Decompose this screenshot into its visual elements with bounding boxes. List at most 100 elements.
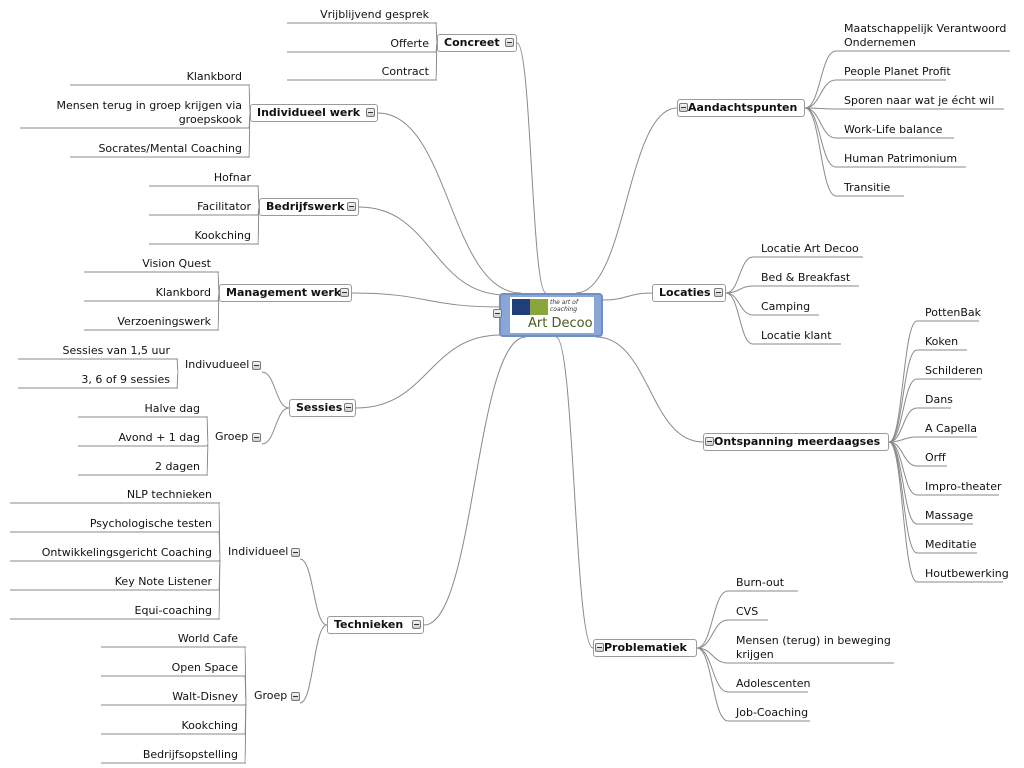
connector — [555, 336, 594, 649]
leaf-a-capella[interactable]: A Capella — [925, 422, 978, 435]
connector — [355, 334, 502, 409]
collapse-icon[interactable] — [412, 620, 421, 629]
leaf-sessies-van-1-5-uur[interactable]: Sessies van 1,5 uur — [62, 344, 170, 357]
topic-bedrijfswerk[interactable]: Bedrijfswerk — [259, 198, 359, 216]
leaf-ontwikkelingsgericht-coaching[interactable]: Ontwikkelingsgericht Coaching — [41, 546, 212, 559]
connector — [725, 285, 754, 294]
leaf-key-note-listener[interactable]: Key Note Listener — [114, 575, 212, 588]
topic-management-werk[interactable]: Management werk — [219, 284, 352, 302]
collapse-icon[interactable] — [493, 309, 502, 318]
topic-problematiek[interactable]: Problematiek — [593, 639, 697, 657]
leaf-koken[interactable]: Koken — [925, 335, 959, 348]
collapse-icon[interactable] — [347, 202, 356, 211]
leaf-mensen-terug-in-groep-krijgen-via[interactable]: Mensen terug in groep krijgen via groeps… — [56, 99, 242, 126]
leaf-people-planet-profit[interactable]: People Planet Profit — [844, 65, 951, 78]
topic-individueel-werk[interactable]: Individueel werk — [250, 104, 378, 122]
leaf-job-coaching[interactable]: Job-Coaching — [736, 706, 809, 719]
collapse-icon[interactable] — [252, 433, 261, 442]
leaf-massage[interactable]: Massage — [925, 509, 974, 522]
connector — [299, 624, 328, 704]
collapse-icon[interactable] — [705, 437, 714, 446]
collapse-icon[interactable] — [505, 38, 514, 47]
leaf-human-patrimonium[interactable]: Human Patrimonium — [844, 152, 958, 165]
collapse-icon[interactable] — [291, 692, 300, 701]
leaf-vision-quest[interactable]: Vision Quest — [142, 257, 211, 270]
leaf-dans[interactable]: Dans — [925, 393, 953, 406]
leaf-maatschappelijk-verantwoord[interactable]: Maatschappelijk Verantwoord Ondernemen — [844, 22, 1007, 49]
collapse-icon[interactable] — [595, 643, 604, 652]
leaf-adolescenten[interactable]: Adolescenten — [736, 677, 811, 690]
leaf-walt-disney[interactable]: Walt-Disney — [172, 690, 238, 703]
leaf-avond-1-dag[interactable]: Avond + 1 dag — [118, 431, 201, 444]
leaf-work-life-balance[interactable]: Work-Life balance — [844, 123, 943, 136]
leaf-camping[interactable]: Camping — [761, 300, 811, 313]
connector — [351, 292, 502, 308]
collapse-icon[interactable] — [252, 361, 261, 370]
leaf-3-6-of-9-sessies[interactable]: 3, 6 of 9 sessies — [81, 373, 170, 386]
topic-concreet[interactable]: Concreet — [437, 34, 517, 52]
leaf-burn-out[interactable]: Burn-out — [736, 576, 785, 589]
leaf-bed-breakfast[interactable]: Bed & Breakfast — [761, 271, 851, 284]
leaf-open-space[interactable]: Open Space — [171, 661, 238, 674]
topic-ontspanning-meerdaagses[interactable]: Ontspanning meerdaagses — [703, 433, 889, 451]
topic-technieken[interactable]: Technieken — [327, 616, 424, 634]
topic-sessies[interactable]: Sessies — [289, 399, 356, 417]
leaf-orff[interactable]: Orff — [925, 451, 946, 464]
subtopic-groep[interactable]: Groep — [215, 430, 249, 443]
leaf-meditatie[interactable]: Meditatie — [925, 538, 977, 551]
leaf-sporen-naar-wat-je-cht-wil[interactable]: Sporen naar wat je écht wil — [844, 94, 995, 107]
central-topic-art-decoo[interactable]: the art of coaching Art Decoo — [493, 293, 603, 337]
collapse-icon[interactable] — [679, 103, 688, 112]
topic-label: Management werk — [226, 286, 342, 299]
collapse-icon[interactable] — [291, 548, 300, 557]
leaf-contract[interactable]: Contract — [381, 65, 429, 78]
leaf-bedrijfsopstelling[interactable]: Bedrijfsopstelling — [142, 748, 238, 761]
leaf-transitie[interactable]: Transitie — [844, 181, 891, 194]
leaf-kookching[interactable]: Kookching — [181, 719, 238, 732]
leaf-cvs[interactable]: CVS — [736, 605, 759, 618]
leaf-mensen-terug-in-beweging[interactable]: Mensen (terug) in beweging krijgen — [736, 634, 891, 661]
leaf-nlp-technieken[interactable]: NLP technieken — [126, 488, 212, 501]
collapse-icon[interactable] — [714, 288, 723, 297]
leaf-impro-theater[interactable]: Impro-theater — [925, 480, 1002, 493]
logo-green-mark — [530, 299, 548, 315]
leaf-equi-coaching[interactable]: Equi-coaching — [134, 604, 212, 617]
leaf-houtbewerking[interactable]: Houtbewerking — [925, 567, 1009, 580]
leaf-verzoeningswerk[interactable]: Verzoeningswerk — [117, 315, 211, 328]
leaf-locatie-klant[interactable]: Locatie klant — [761, 329, 832, 342]
leaf-kookching[interactable]: Kookching — [194, 229, 251, 242]
leaf-psychologische-testen[interactable]: Psychologische testen — [89, 517, 212, 530]
subtopic-indivudueel[interactable]: Indivudueel — [185, 358, 250, 371]
topic-locaties[interactable]: Locaties — [652, 284, 726, 302]
connector — [261, 407, 290, 445]
connector — [377, 112, 522, 294]
leaf-vrijblijvend-gesprek[interactable]: Vrijblijvend gesprek — [320, 8, 429, 21]
collapse-icon[interactable] — [340, 288, 349, 297]
leaf-klankbord[interactable]: Klankbord — [186, 70, 242, 83]
leaf-pottenbak[interactable]: PottenBak — [925, 306, 981, 319]
topic-label: Concreet — [444, 36, 500, 49]
leaf-world-cafe[interactable]: World Cafe — [177, 632, 238, 645]
leaf-offerte[interactable]: Offerte — [390, 37, 429, 50]
collapse-icon[interactable] — [366, 108, 375, 117]
connector — [888, 407, 918, 443]
connector — [218, 558, 221, 620]
connector — [725, 292, 754, 345]
connector — [575, 107, 678, 294]
leaf-klankbord[interactable]: Klankbord — [155, 286, 211, 299]
topic-aandachtspunten[interactable]: Aandachtspunten — [677, 99, 805, 117]
leaf-hofnar[interactable]: Hofnar — [213, 171, 251, 184]
connector — [244, 675, 247, 704]
leaf-locatie-art-decoo[interactable]: Locatie Art Decoo — [761, 242, 859, 255]
subtopic-groep[interactable]: Groep — [254, 689, 288, 702]
topic-label: Sessies — [296, 401, 343, 414]
connector — [176, 358, 179, 373]
leaf-halve-dag[interactable]: Halve dag — [144, 402, 200, 415]
leaf-socrates-mental-coaching[interactable]: Socrates/Mental Coaching — [98, 142, 242, 155]
connector — [725, 292, 754, 316]
leaf-facilitator[interactable]: Facilitator — [197, 200, 251, 213]
subtopic-individueel[interactable]: Individueel — [228, 545, 289, 558]
collapse-icon[interactable] — [344, 403, 353, 412]
leaf-schilderen[interactable]: Schilderen — [925, 364, 983, 377]
leaf-2-dagen[interactable]: 2 dagen — [155, 460, 200, 473]
